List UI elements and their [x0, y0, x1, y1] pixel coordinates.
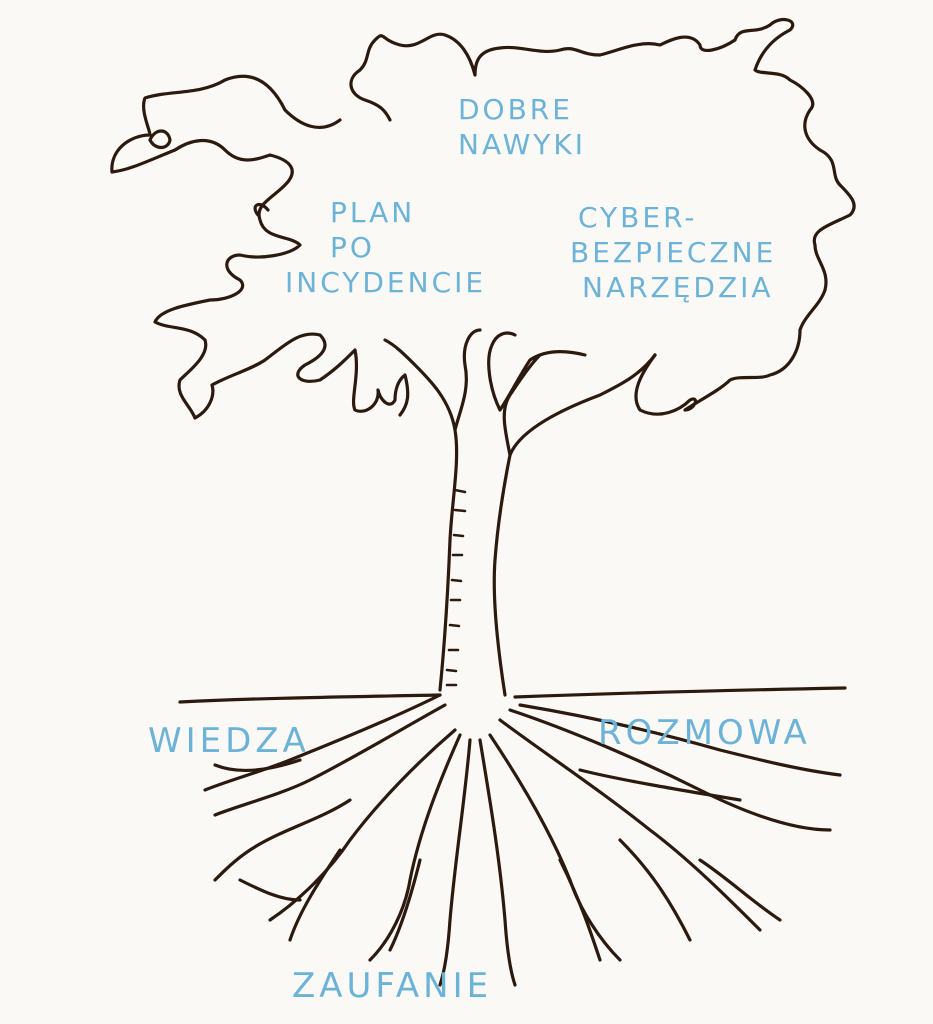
canopy-outline — [110, 17, 856, 420]
label-line: NARZĘDZIA — [582, 271, 774, 304]
trunk-right — [487, 331, 657, 697]
label-line: PO — [330, 231, 375, 264]
label-line: DOBRE — [458, 93, 573, 126]
label-cyberbezpieczne-narzedzia: CYBER- BEZPIECZNE NARZĘDZIA — [570, 200, 776, 305]
label-line: NAWYKI — [458, 128, 586, 161]
ground-line — [178, 686, 847, 704]
trunk-left — [383, 328, 482, 692]
label-line: INCYDENCIE — [285, 266, 487, 299]
label-dobre-nawyki: DOBRE NAWYKI — [458, 92, 586, 162]
label-wiedza: WIEDZA — [148, 721, 310, 761]
label-rozmowa: ROZMOWA — [598, 713, 811, 753]
label-line: BEZPIECZNE — [570, 236, 777, 269]
label-plan-po-incydencie: PLAN PO INCYDENCIE — [285, 195, 486, 300]
label-line: CYBER- — [578, 201, 698, 234]
roots — [203, 693, 842, 987]
bark-ticks — [445, 488, 467, 687]
label-line: PLAN — [330, 196, 416, 229]
label-zaufanie: ZAUFANIE — [292, 966, 493, 1006]
